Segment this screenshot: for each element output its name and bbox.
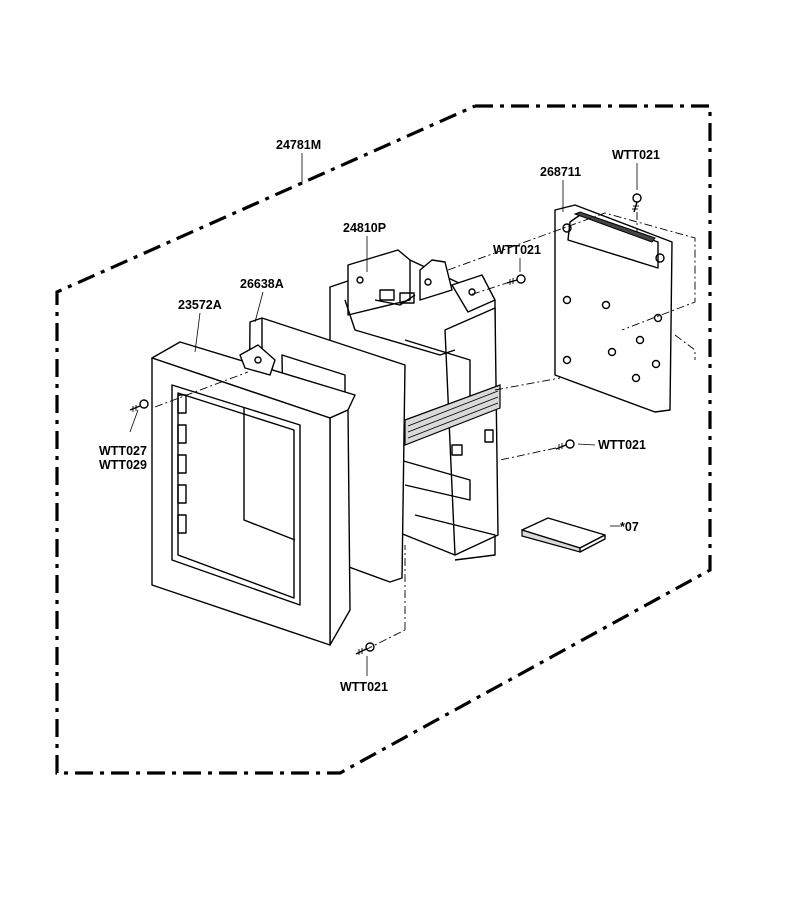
screw-bracket [506, 274, 526, 285]
label-screw-right: WTT021 [598, 438, 646, 452]
label-assembly: 24781M [276, 138, 321, 152]
label-screw-pcb-top: WTT021 [612, 148, 660, 162]
screw-pcb-top [632, 193, 642, 213]
label-bracket: 24810P [343, 221, 386, 235]
screw-left [129, 399, 149, 412]
label-screw-left-2: WTT029 [99, 458, 147, 472]
screw-right [555, 439, 575, 450]
pcb-part [554, 204, 673, 413]
label-screw-bracket: WTT021 [493, 243, 541, 257]
alignment-lines [154, 212, 696, 651]
label-screw-left-1: WTT027 [99, 444, 147, 458]
label-gasket: 26638A [240, 277, 284, 291]
label-screw-bottom: WTT021 [340, 680, 388, 694]
label-frame: 23572A [178, 298, 222, 312]
label-pcb: 268711 [540, 165, 581, 179]
pad-part [521, 517, 606, 553]
leader-lines [129, 153, 638, 676]
front-frame-part [151, 341, 356, 646]
label-pad: *07 [620, 520, 639, 534]
screw-bottom [355, 642, 375, 655]
assembly-boundary [55, 104, 712, 775]
